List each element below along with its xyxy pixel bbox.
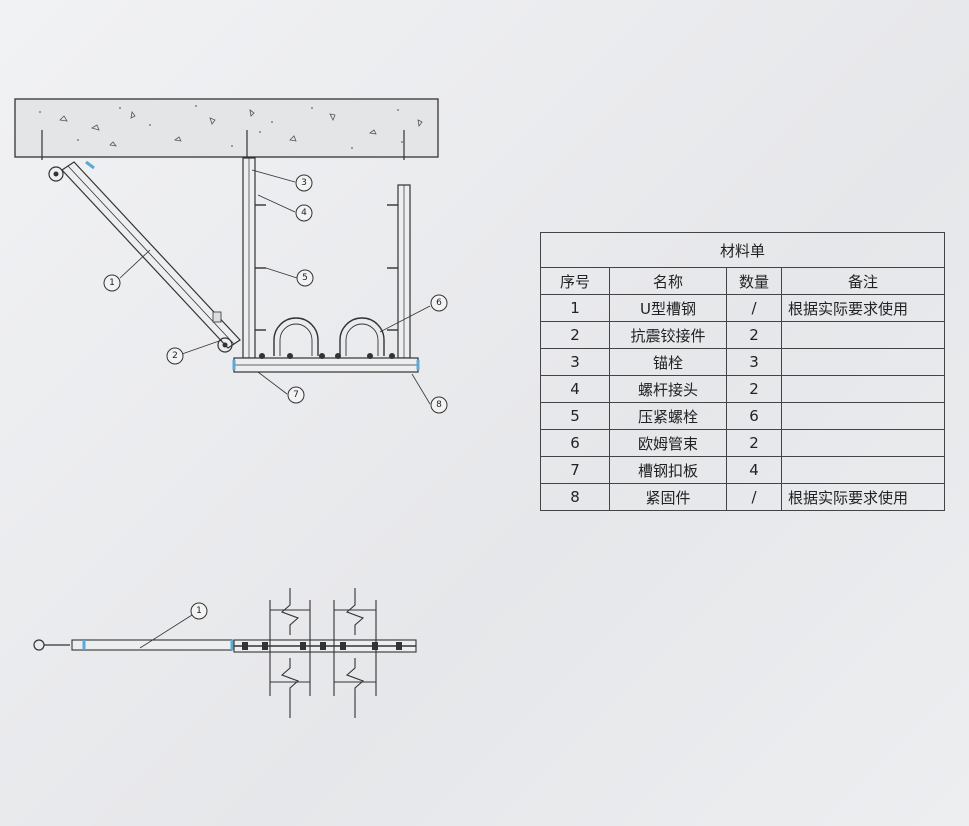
plan-callout-1: 1 xyxy=(190,602,208,620)
table-row: 6 欧姆管束 2 xyxy=(540,429,945,457)
row-no: 7 xyxy=(540,456,610,484)
plan-view xyxy=(33,588,417,718)
header-qty: 数量 xyxy=(726,267,782,295)
leader-lines xyxy=(119,169,431,405)
callout-6: 6 xyxy=(430,294,448,312)
bom-header-row: 序号 名称 数量 备注 xyxy=(540,267,945,295)
header-name: 名称 xyxy=(609,267,727,295)
row-qty: 3 xyxy=(726,348,782,376)
row-note: 根据实际要求使用 xyxy=(781,483,945,511)
row-name: 抗震铰接件 xyxy=(609,321,727,349)
row-qty: 6 xyxy=(726,402,782,430)
row-note: 根据实际要求使用 xyxy=(781,294,945,322)
callout-8: 8 xyxy=(430,396,448,414)
vertical-channels xyxy=(242,157,411,359)
callout-7-label: 7 xyxy=(293,390,299,400)
row-name: 槽钢扣板 xyxy=(609,456,727,484)
callout-3-label: 3 xyxy=(301,178,307,188)
row-qty: / xyxy=(726,294,782,322)
row-note xyxy=(781,429,945,457)
horizontal-channel xyxy=(232,353,420,373)
row-name: U型槽钢 xyxy=(609,294,727,322)
row-no: 1 xyxy=(540,294,610,322)
table-row: 7 槽钢扣板 4 xyxy=(540,456,945,484)
row-note xyxy=(781,402,945,430)
row-note xyxy=(781,321,945,349)
row-no: 4 xyxy=(540,375,610,403)
row-qty: 2 xyxy=(726,429,782,457)
concrete-slab xyxy=(14,98,439,158)
row-qty: 2 xyxy=(726,375,782,403)
callout-7: 7 xyxy=(287,386,305,404)
pipe-clamps xyxy=(273,317,385,356)
row-name: 欧姆管束 xyxy=(609,429,727,457)
row-no: 5 xyxy=(540,402,610,430)
row-qty: 2 xyxy=(726,321,782,349)
header-no: 序号 xyxy=(540,267,610,295)
callout-5-label: 5 xyxy=(302,273,308,283)
callout-5: 5 xyxy=(296,269,314,287)
plan-callout-1-label: 1 xyxy=(196,606,202,616)
row-qty: / xyxy=(726,483,782,511)
table-row: 8 紧固件 / 根据实际要求使用 xyxy=(540,483,945,511)
row-note xyxy=(781,375,945,403)
row-note xyxy=(781,456,945,484)
row-no: 3 xyxy=(540,348,610,376)
table-row: 2 抗震铰接件 2 xyxy=(540,321,945,349)
callout-1-label: 1 xyxy=(109,278,115,288)
callout-4-label: 4 xyxy=(301,208,307,218)
callout-4: 4 xyxy=(295,204,313,222)
callout-1: 1 xyxy=(103,274,121,292)
callout-6-label: 6 xyxy=(436,298,442,308)
row-name: 螺杆接头 xyxy=(609,375,727,403)
table-row: 3 锚栓 3 xyxy=(540,348,945,376)
table-row: 1 U型槽钢 / 根据实际要求使用 xyxy=(540,294,945,322)
row-no: 6 xyxy=(540,429,610,457)
bom-title-row: 材料单 xyxy=(540,232,945,268)
callout-8-label: 8 xyxy=(436,400,442,410)
row-name: 紧固件 xyxy=(609,483,727,511)
callout-3: 3 xyxy=(295,174,313,192)
row-name: 压紧螺栓 xyxy=(609,402,727,430)
row-qty: 4 xyxy=(726,456,782,484)
table-row: 5 压紧螺栓 6 xyxy=(540,402,945,430)
callout-2-label: 2 xyxy=(172,351,178,361)
anchor-bolts xyxy=(41,130,405,160)
diagonal-brace xyxy=(48,160,241,353)
table-row: 4 螺杆接头 2 xyxy=(540,375,945,403)
bom-table: 材料单 序号 名称 数量 备注 1 U型槽钢 / 根据实际要求使用 2 抗震铰接… xyxy=(540,232,945,511)
callout-2: 2 xyxy=(166,347,184,365)
row-name: 锚栓 xyxy=(609,348,727,376)
bom-title: 材料单 xyxy=(540,232,945,268)
row-no: 2 xyxy=(540,321,610,349)
row-no: 8 xyxy=(540,483,610,511)
row-note xyxy=(781,348,945,376)
header-note: 备注 xyxy=(781,267,945,295)
